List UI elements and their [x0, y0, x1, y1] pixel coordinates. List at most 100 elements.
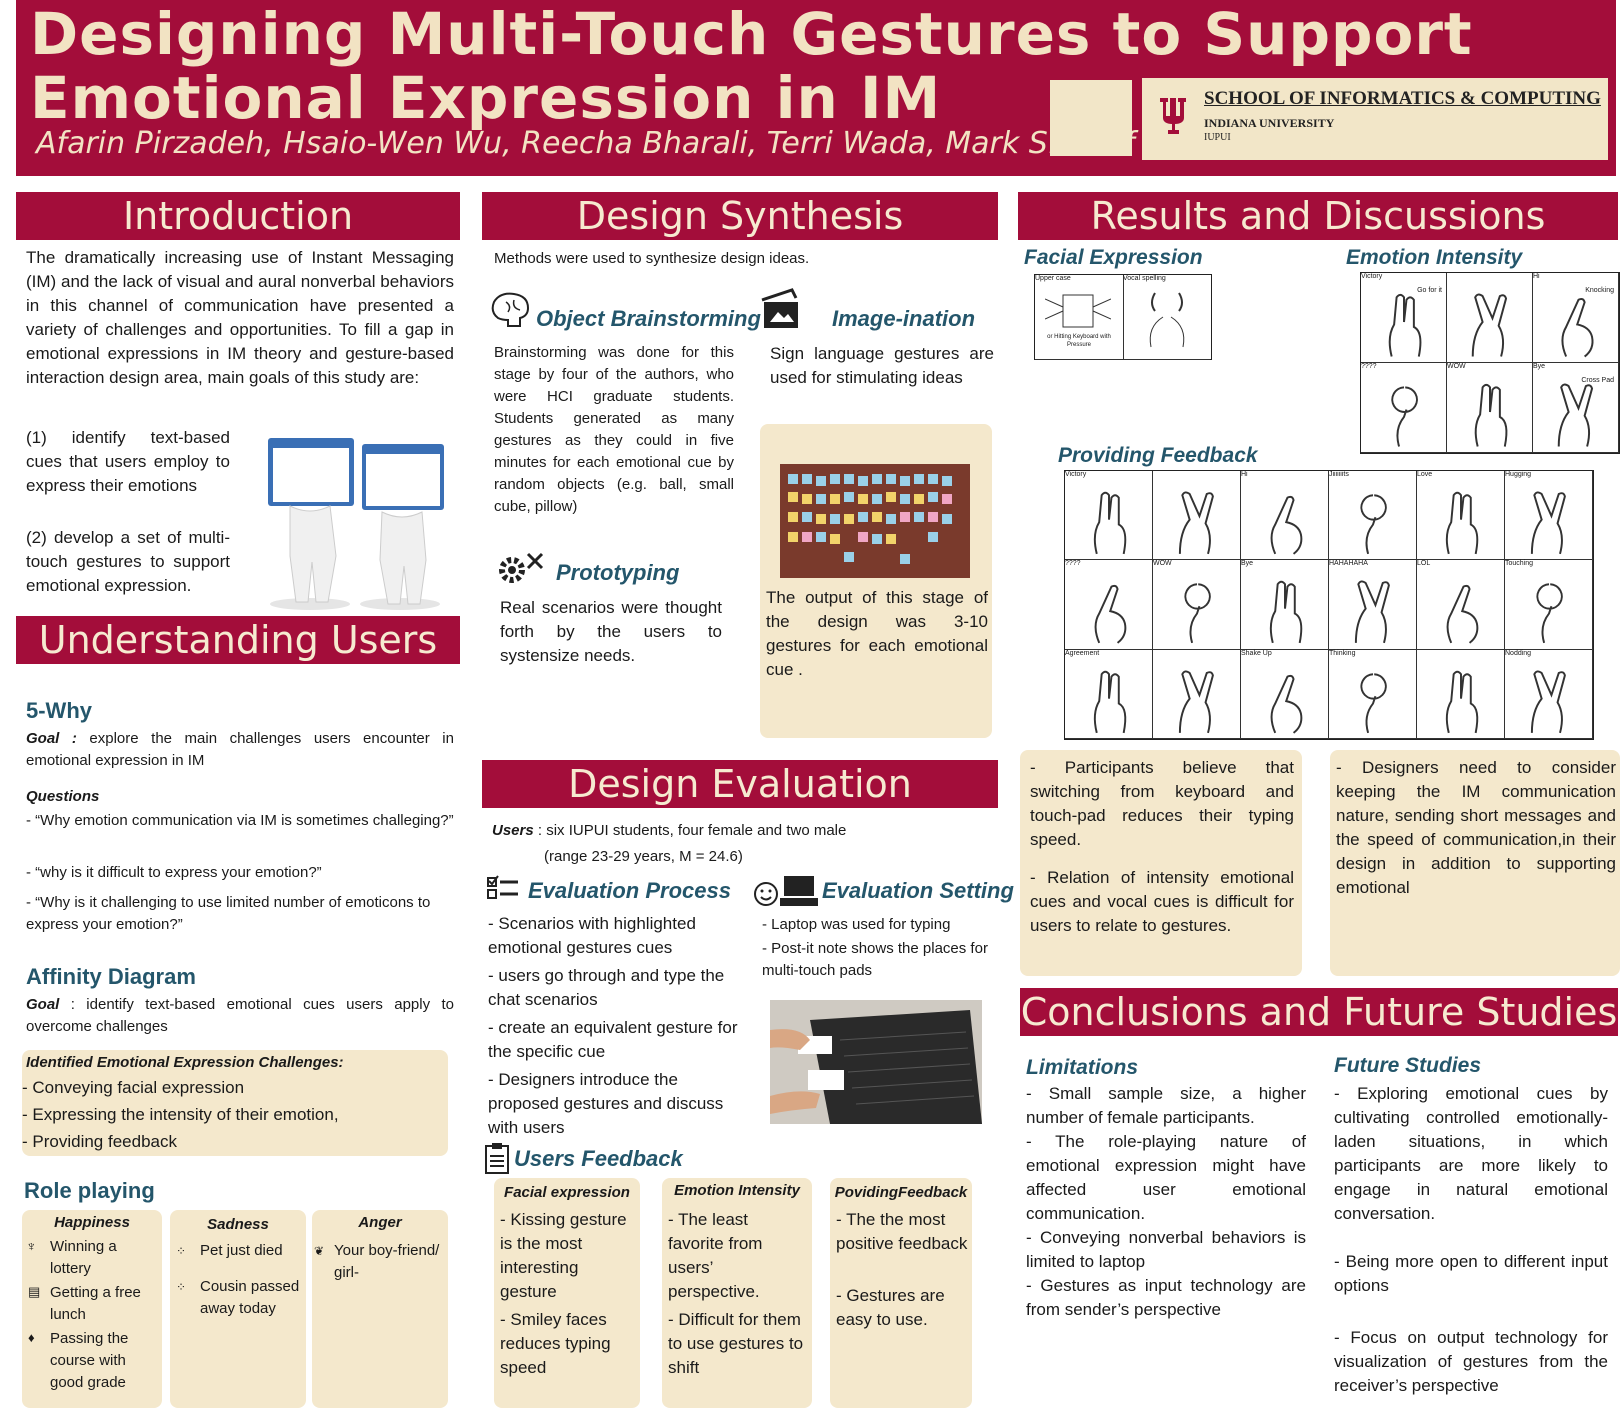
- feedback-facial-box: [494, 1178, 640, 1408]
- gesture-hand-sketch: [1184, 583, 1211, 644]
- gesture-cell-label: WOW: [1447, 363, 1466, 370]
- gesture-hand-sketch: [1360, 672, 1387, 733]
- sadness-label: Sadness: [207, 1216, 269, 1233]
- limitation-1: - Small sample size, a higher number of …: [1026, 1084, 1306, 1127]
- two-finger-pinch-sketch: [1149, 292, 1185, 348]
- school-logo: SCHOOL OF INFORMATICS & COMPUTING INDIAN…: [1142, 78, 1608, 160]
- affinity-goal-text: : identify text-based emotional cues use…: [26, 996, 454, 1035]
- poster-authors: Afarin Pirzadeh, Hsaio-Wen Wu, Reecha Bh…: [36, 126, 1136, 161]
- gesture-cell-label: ????: [1065, 560, 1081, 568]
- feedback-intensity-box: [662, 1178, 812, 1408]
- gesture-cell-label: LOL: [1417, 560, 1431, 568]
- five-why-goal-text: explore the main challenges users encoun…: [26, 730, 454, 769]
- gesture-cell: LOL: [1417, 560, 1505, 650]
- design-evaluation-heading: Design Evaluation: [482, 760, 998, 808]
- feedback-providing-box: [830, 1178, 972, 1408]
- limitations-title: Limitations: [1026, 1056, 1139, 1079]
- gesture-hand-sketch: [1178, 491, 1214, 555]
- future-studies-title: Future Studies: [1334, 1054, 1482, 1077]
- gesture-cell: Touching: [1505, 560, 1593, 650]
- sadness-box: [170, 1210, 306, 1408]
- facial-cell-label: Upper case: [1035, 275, 1071, 282]
- anger-label: Anger: [358, 1214, 402, 1231]
- campus-name: IUPUI: [1204, 132, 1231, 143]
- gesture-cell: Hi: [1241, 471, 1329, 561]
- gesture-cell: Love: [1417, 471, 1505, 561]
- gesture-cell-label: Victory: [1361, 273, 1383, 280]
- gesture-cell-label: Hi: [1533, 273, 1540, 280]
- gesture-hand-sketch: [1270, 674, 1303, 734]
- school-name: SCHOOL OF INFORMATICS & COMPUTING: [1204, 88, 1601, 109]
- gesture-cell-label: Touching: [1505, 560, 1534, 568]
- poster-title-line2: Emotional Expression in IM: [30, 64, 942, 132]
- gesture-hand-sketch: [1536, 583, 1563, 644]
- happiness-label: Happiness: [54, 1214, 130, 1231]
- anger-box: [312, 1210, 448, 1408]
- gesture-cell: ????: [1065, 560, 1153, 650]
- gesture-cell-note: Go for it: [1417, 287, 1442, 294]
- happiness-item-3: Passing the course with good grade: [50, 1330, 129, 1391]
- facial-expression-title: Facial Expression: [1024, 246, 1203, 269]
- evaluation-users: Users : six IUPUI students, four female …: [492, 820, 846, 842]
- gesture-cell: Victory: [1065, 471, 1153, 561]
- gesture-cell-label: Shake Up: [1241, 649, 1272, 657]
- process-item-4: - Designers introduce the proposed gestu…: [488, 1070, 724, 1137]
- gesture-hand-sketch: [1474, 383, 1508, 447]
- process-item-2: - users go through and type the chat sce…: [488, 966, 725, 1009]
- feedback-facial-title: Facial expression: [504, 1184, 630, 1201]
- gesture-cell: [1417, 649, 1505, 739]
- gesture-cell-label: Bye: [1241, 560, 1254, 568]
- gesture-cell: ????: [1361, 363, 1447, 453]
- question-1: - “Why emotion communication via IM is s…: [26, 812, 454, 829]
- gesture-cell: HAHAHAHA: [1329, 560, 1417, 650]
- poster-title-line1: Designing Multi-Touch Gestures to Suppor…: [30, 0, 1473, 68]
- providing-feedback-title: Providing Feedback: [1058, 444, 1258, 467]
- feedback-intensity-title: Emotion Intensity: [674, 1182, 800, 1199]
- evaluation-setting-title: Evaluation Setting: [822, 878, 1014, 903]
- gesture-cell: Bye: [1241, 560, 1329, 650]
- feedback-facial-2: - Smiley faces reduces typing speed: [500, 1310, 611, 1377]
- sadness-item-1: Pet just died: [200, 1242, 283, 1259]
- gesture-cell: Hugging: [1505, 471, 1593, 561]
- tears-bullet-icon: ⁘: [176, 1280, 187, 1294]
- five-why-title: 5-Why: [26, 698, 92, 723]
- brain-icon: [491, 292, 530, 327]
- gesture-hand-sketch: [1093, 491, 1127, 555]
- introduction-goal2: (2) develop a set of multi-touch gesture…: [26, 528, 230, 595]
- clipboard-icon: [485, 1143, 509, 1174]
- gesture-hand-sketch: [1561, 298, 1594, 358]
- gesture-cell-note: Knocking: [1585, 287, 1614, 294]
- object-brainstorming-body: Brainstorming was done for this stage by…: [494, 344, 734, 515]
- gesture-hand-sketch: [1093, 670, 1127, 733]
- gesture-hand-sketch: [1445, 491, 1479, 555]
- sadness-item-2: Cousin passed away today: [200, 1278, 300, 1317]
- gesture-cell: Victory Go for it: [1361, 273, 1447, 363]
- feedback-intensity-1: - The least favorite from users’ perspec…: [668, 1210, 763, 1301]
- challenge-3: - Providing feedback: [22, 1132, 177, 1151]
- challenge-2: - Expressing the intensity of their emot…: [22, 1105, 339, 1124]
- limitation-3: - Conveying nonverbal behaviors is limit…: [1026, 1228, 1306, 1271]
- facial-cell-upper-case: Upper case or Hitting Keyboard with Pres…: [1035, 275, 1124, 360]
- challenges-box: [22, 1050, 448, 1156]
- object-brainstorming-title: Object Brainstorming: [536, 306, 761, 331]
- gesture-cell: Jiiiiiiits: [1329, 471, 1417, 561]
- happiness-item-2: Getting a free lunch: [50, 1284, 141, 1323]
- discussion-1a: - Participants believe that switching fr…: [1030, 758, 1294, 849]
- gear-tools-icon: [499, 552, 544, 583]
- gesture-cell: [1447, 273, 1533, 363]
- gesture-cell-label: Agreement: [1065, 649, 1100, 657]
- users-label: Users: [492, 822, 534, 839]
- gesture-cell-label: WOW: [1153, 560, 1172, 568]
- gesture-cell-label: Nodding: [1505, 649, 1532, 657]
- feedback-providing-1: - The the most positive feedback: [836, 1210, 968, 1253]
- gesture-cell-label: Jiiiiiiits: [1329, 471, 1349, 478]
- design-synthesis-intro: Methods were used to synthesize design i…: [494, 250, 810, 267]
- happiness-box: [22, 1210, 162, 1408]
- gesture-hand-sketch: [1391, 386, 1418, 447]
- output-text: The output of this stage of the design w…: [766, 588, 988, 679]
- post-it-wall-photo: [780, 464, 970, 578]
- introduction-heading: Introduction: [16, 192, 460, 240]
- gesture-cell: Thinking: [1329, 649, 1417, 739]
- discussion-2: - Designers need to consider keeping the…: [1336, 758, 1616, 897]
